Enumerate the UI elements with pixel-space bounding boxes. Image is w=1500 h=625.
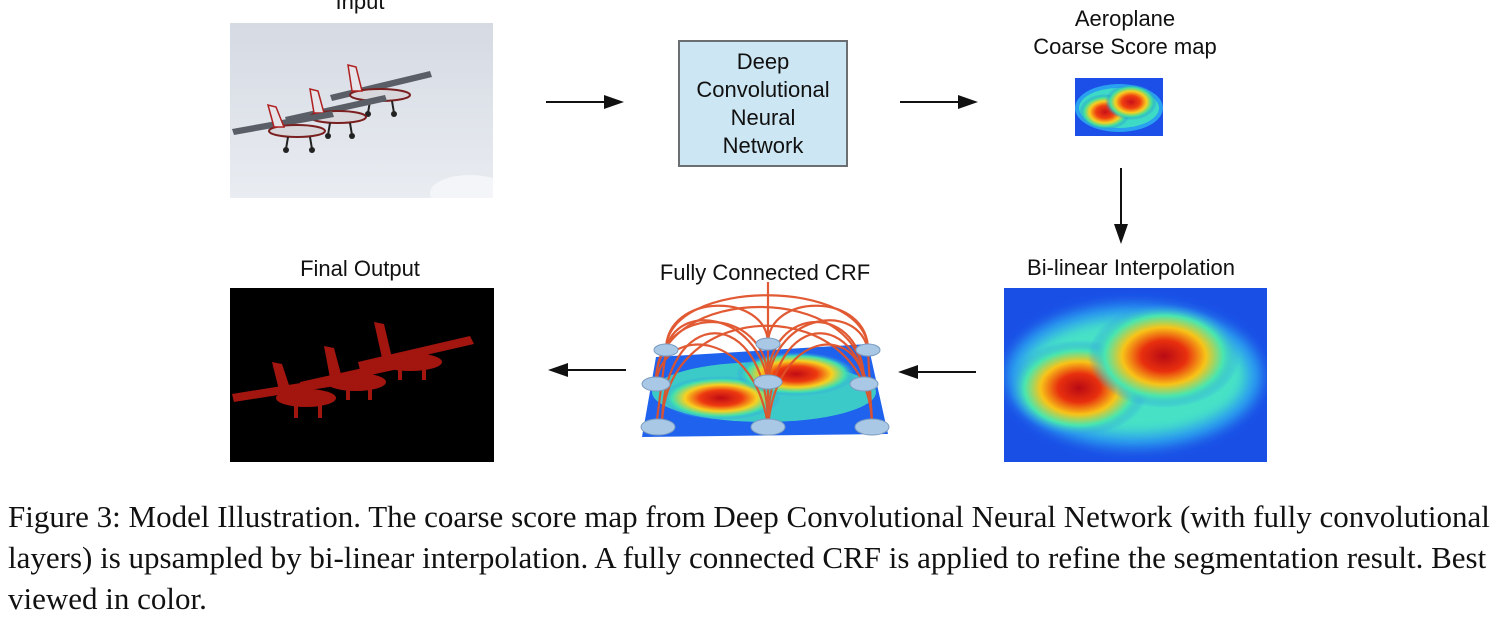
- segmentation-svg: [232, 322, 474, 418]
- aeroplane-icon: [232, 362, 348, 418]
- coarse-label-line1: Aeroplane: [1074, 6, 1176, 31]
- crf-label: Fully Connected CRF: [659, 260, 871, 285]
- final-label: Final Output: [300, 256, 420, 281]
- bilinear-map: [1004, 288, 1267, 462]
- aeroplane-icon: [232, 103, 334, 153]
- coarse-heatmap-svg: [1075, 78, 1163, 136]
- figure-caption: Figure 3: Model Illustration. The coarse…: [8, 499, 1490, 616]
- input-label: Input: [335, 0, 385, 14]
- arrow-icon: [1114, 168, 1128, 244]
- arrow-icon: [900, 95, 978, 109]
- dcnn-box: Deep Convolutional Neural Network: [678, 40, 848, 167]
- crf-illustration: [636, 282, 894, 442]
- final-output: [230, 288, 494, 462]
- input-image: [230, 23, 493, 198]
- crf-svg: [640, 282, 890, 437]
- aeroplane-icon: [285, 87, 387, 139]
- arrow-icon: [546, 95, 624, 109]
- dcnn-label: Deep Convolutional Neural Network: [696, 48, 830, 158]
- bilinear-heatmap-svg: [1004, 288, 1267, 462]
- arrow-icon: [898, 365, 976, 379]
- coarse-score-map: [1075, 78, 1163, 136]
- crf-node-icon: [640, 337, 890, 436]
- input-photo-svg: [230, 23, 493, 198]
- bilinear-label: Bi-linear Interpolation: [1027, 255, 1235, 280]
- coarse-label-line2: Coarse Score map: [1033, 34, 1217, 59]
- arrow-icon: [548, 363, 626, 377]
